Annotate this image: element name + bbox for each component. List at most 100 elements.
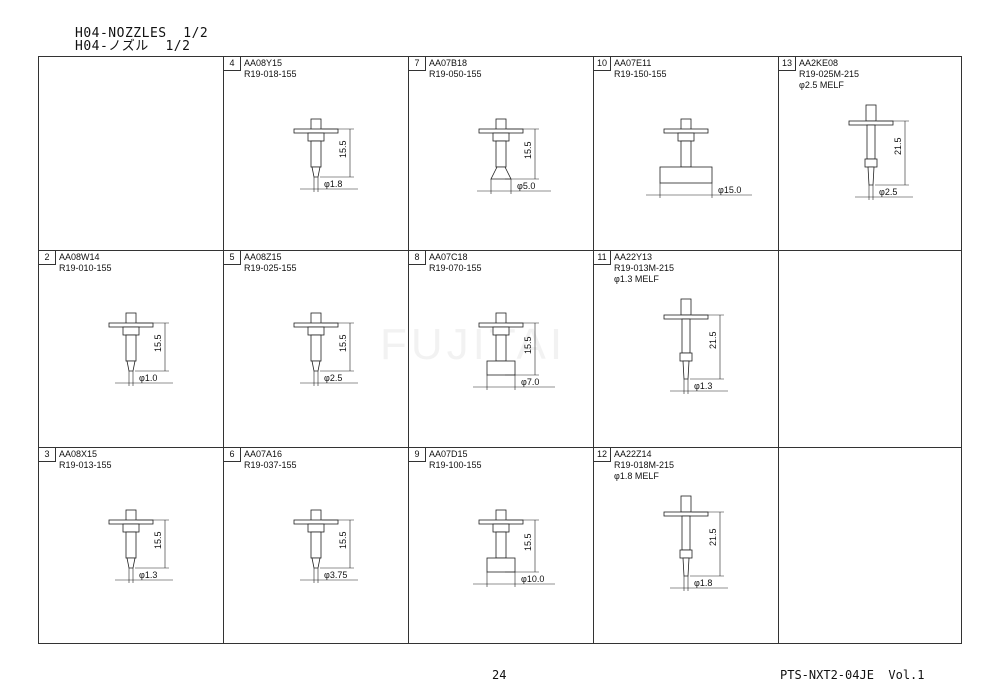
nozzle-shaft — [495, 334, 507, 362]
nozzle-index: 2 — [39, 251, 56, 265]
nozzle-flange — [293, 322, 339, 328]
height-dimension: 21.5 — [708, 331, 718, 349]
nozzle-collar — [677, 132, 695, 142]
nozzle-note: φ1.8 MELF — [614, 471, 659, 481]
diameter-dimension: φ1.0 — [139, 373, 157, 383]
nozzle-shaft — [495, 531, 507, 559]
nozzle-flange — [108, 519, 154, 525]
nozzle-index: 12 — [594, 448, 611, 462]
diameter-dimension: φ5.0 — [517, 181, 535, 191]
nozzle-drawing — [663, 495, 709, 577]
height-dimension: 21.5 — [708, 528, 718, 546]
nozzle-part-number: R19-150-155 — [614, 69, 667, 79]
document-code: PTS-NXT2-04JE Vol.1 — [780, 668, 925, 682]
nozzle-index: 7 — [409, 57, 426, 71]
nozzle-shaft — [681, 318, 691, 354]
nozzle-diagram: 15.5φ5.0 — [477, 118, 551, 194]
nozzle-code: AA08Y15 — [244, 58, 283, 68]
diameter-dimension: φ2.5 — [879, 187, 897, 197]
nozzle-part-number: R19-013M-215 — [614, 263, 675, 273]
nozzle-pad — [659, 166, 713, 184]
nozzle-drawing — [108, 312, 154, 372]
nozzle-diagram: 21.5φ1.3 — [663, 298, 728, 394]
nozzle-flange — [663, 128, 709, 134]
nozzle-drawing — [848, 104, 894, 186]
nozzle-code: AA07A16 — [244, 449, 283, 459]
nozzle-diagram: φ15.0 — [646, 118, 752, 198]
nozzle-code: AA07B18 — [429, 58, 468, 68]
nozzle-shaft — [310, 531, 322, 559]
nozzle-note: φ2.5 MELF — [799, 80, 844, 90]
nozzle-part-number: R19-025-155 — [244, 263, 297, 273]
nozzle-index: 5 — [224, 251, 241, 265]
height-dimension: 15.5 — [523, 533, 533, 551]
nozzle-shaft — [681, 515, 691, 551]
document-title-japanese: H04-ノズル 1/2 — [75, 39, 191, 54]
nozzle-collar — [307, 523, 325, 533]
nozzle-code: AA08Z15 — [244, 252, 282, 262]
height-dimension: 15.5 — [338, 334, 348, 352]
height-dimension: 15.5 — [338, 140, 348, 158]
watermark: FUJITAI — [380, 320, 567, 369]
nozzle-shaft — [125, 334, 137, 362]
nozzle-drawing — [293, 509, 339, 569]
nozzle-index: 4 — [224, 57, 241, 71]
nozzle-part-number: R19-018-155 — [244, 69, 297, 79]
nozzle-index: 8 — [409, 251, 426, 265]
nozzle-collar — [492, 523, 510, 533]
nozzle-part-number: R19-070-155 — [429, 263, 482, 273]
nozzle-collar — [307, 132, 325, 142]
nozzle-shaft — [866, 124, 876, 160]
diameter-dimension: φ10.0 — [521, 574, 544, 584]
nozzle-shaft — [310, 140, 322, 168]
nozzle-drawing — [478, 509, 524, 573]
grid-divider — [39, 447, 961, 448]
nozzle-part-number: R19-050-155 — [429, 69, 482, 79]
nozzle-tip — [490, 166, 512, 180]
nozzle-index: 13 — [779, 57, 796, 71]
nozzle-shaft — [680, 140, 692, 168]
nozzle-drawing — [293, 118, 339, 178]
nozzle-index: 3 — [39, 448, 56, 462]
nozzle-diagram: 15.5φ7.0 — [473, 312, 555, 390]
nozzle-code: AA2KE08 — [799, 58, 839, 68]
grid-divider — [408, 57, 409, 643]
nozzle-drawing — [108, 509, 154, 569]
nozzle-top-body — [680, 495, 692, 513]
nozzle-flange — [478, 322, 524, 328]
nozzle-code: AA22Y13 — [614, 252, 653, 262]
nozzle-diagram: 15.5φ3.75 — [293, 509, 358, 583]
nozzle-drawing — [293, 312, 339, 372]
grid-divider — [39, 250, 961, 251]
nozzle-code: AA08W14 — [59, 252, 100, 262]
nozzle-part-number: R19-018M-215 — [614, 460, 675, 470]
nozzle-code: AA22Z14 — [614, 449, 652, 459]
nozzle-pad — [486, 557, 516, 573]
nozzle-tip — [126, 360, 136, 372]
nozzle-collar — [307, 326, 325, 336]
nozzle-tip — [867, 166, 875, 186]
nozzle-flange — [478, 128, 524, 134]
diameter-dimension: φ3.75 — [324, 570, 347, 580]
nozzle-note: φ1.3 MELF — [614, 274, 659, 284]
height-dimension: 15.5 — [523, 336, 533, 354]
height-dimension: 15.5 — [153, 334, 163, 352]
grid-divider — [593, 57, 594, 643]
nozzle-flange — [293, 128, 339, 134]
nozzle-collar — [122, 523, 140, 533]
nozzle-diagram: 15.5 φ1.8 — [293, 118, 358, 192]
diameter-dimension: φ1.8 — [694, 578, 712, 588]
nozzle-tip — [682, 360, 690, 380]
nozzle-part-number: R19-037-155 — [244, 460, 297, 470]
diameter-dimension: φ1.8 — [324, 179, 342, 189]
nozzle-top-body — [680, 298, 692, 316]
grid-divider — [223, 57, 224, 643]
nozzle-tip — [126, 557, 136, 569]
